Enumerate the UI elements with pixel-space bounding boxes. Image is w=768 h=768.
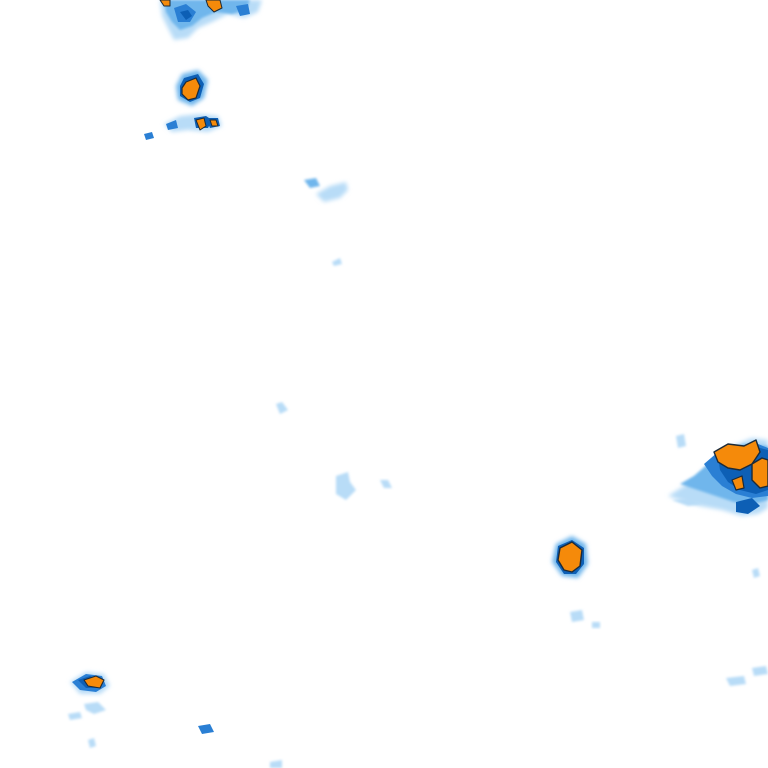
cell-south-west — [68, 672, 110, 720]
cell-top-left-cluster — [159, 0, 262, 40]
cell-upper-center-small — [304, 178, 348, 266]
cell-upper-left-band — [144, 114, 222, 140]
cell-east-edge-cluster — [668, 434, 768, 516]
cell-upper-left — [176, 70, 208, 106]
cell-south-center — [552, 536, 588, 578]
cell-scattered-light — [88, 402, 768, 768]
